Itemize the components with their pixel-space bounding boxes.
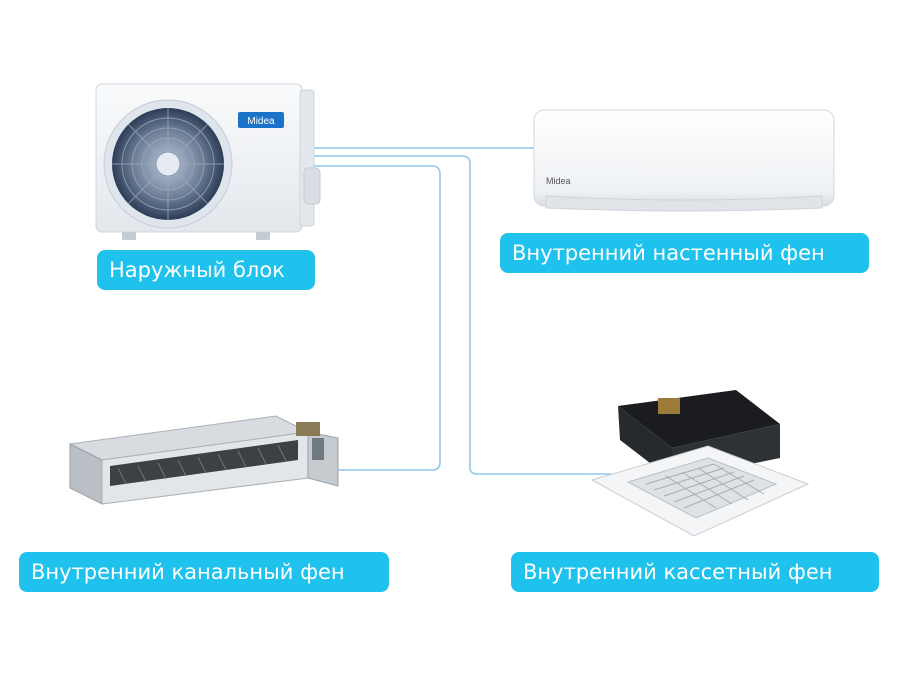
svg-text:Midea: Midea — [247, 116, 275, 127]
cassette-unit-label: Внутренний кассетный фен — [511, 552, 879, 592]
pipe-to-cassette-unit — [300, 155, 612, 475]
pipe-to-duct-unit — [300, 165, 441, 471]
svg-text:Midea: Midea — [546, 176, 571, 186]
wall-split-unit-icon: Midea — [533, 109, 835, 212]
ducted-unit-icon — [68, 415, 339, 505]
duct-unit-label: Внутренний канальный фен — [19, 552, 389, 592]
cassette-unit-icon — [590, 390, 810, 537]
outdoor-unit-icon: Midea — [95, 83, 321, 240]
outdoor-unit-label: Наружный блок — [97, 250, 315, 290]
wall-unit-label: Внутренний настенный фен — [500, 233, 869, 273]
